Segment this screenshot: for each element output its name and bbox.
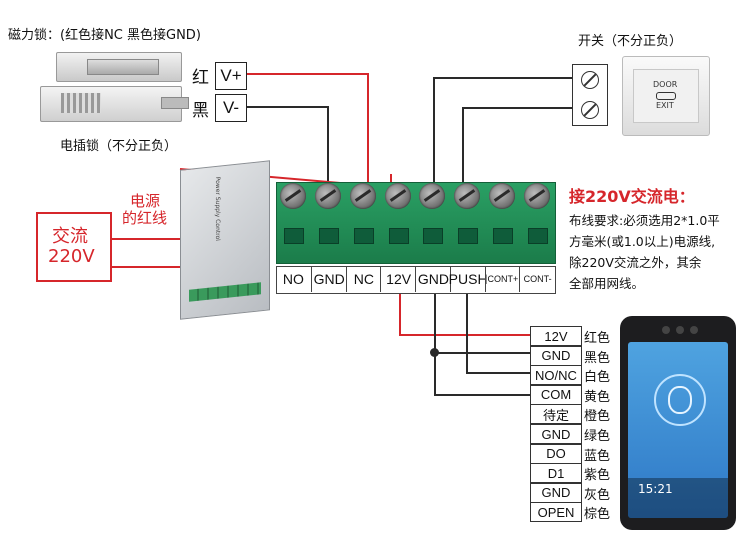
wire-color-label: 白色 — [584, 370, 611, 386]
camera-icon — [690, 326, 698, 334]
device-screen: 15:21 — [628, 342, 728, 518]
vplus-terminal: V+ — [215, 62, 247, 90]
wiring-terminal: OPEN — [530, 502, 582, 523]
wiring-terminal: DO — [530, 443, 582, 464]
terminal-screw — [280, 183, 307, 209]
notice-line-1: 布线要求:必须选用2*1.0平 — [569, 213, 720, 228]
maglock-black-char: 黑 — [192, 101, 209, 121]
terminal-socket — [458, 228, 479, 244]
wiring-terminal: GND — [530, 345, 582, 366]
terminal-socket — [423, 228, 444, 244]
terminal-label-strip — [276, 266, 556, 294]
terminal-screw — [419, 183, 446, 209]
terminal-screw — [349, 183, 376, 209]
terminal-screw — [454, 183, 481, 209]
terminal-label: CONT- — [519, 266, 555, 292]
switch-title: 开关（不分正负） — [578, 34, 683, 49]
wire-color-label: 蓝色 — [584, 448, 611, 464]
psu-red-wire-label-1: 电源 — [130, 192, 161, 210]
wiring-terminal: COM — [530, 384, 582, 405]
key-icon — [656, 92, 676, 100]
bolt-lock-title: 电插锁（不分正负） — [60, 139, 178, 154]
vminus-terminal: V- — [215, 94, 247, 122]
ac-line1: 交流 — [52, 226, 88, 247]
maglock-title: 磁力锁：(红色接NC 黑色接GND) — [8, 28, 201, 43]
wire-color-label: 红色 — [584, 331, 611, 346]
notice-title: 接220V交流电： — [569, 187, 695, 206]
terminal-label: PUSH — [449, 266, 488, 292]
wire-color-label: 灰色 — [584, 487, 611, 503]
face-scan-icon — [654, 374, 706, 426]
terminal-label: NO — [282, 271, 304, 287]
terminal-label: GND — [415, 266, 451, 292]
terminal-label: GND — [310, 266, 347, 292]
wire-color-label: 绿色 — [584, 429, 611, 444]
wire-color-label: 棕色 — [584, 507, 611, 523]
exit-text: EXIT — [656, 101, 674, 110]
exit-button-image: DOOR EXIT — [622, 56, 710, 136]
switch-terminal-block — [572, 64, 608, 126]
notice-line-3: 除220V交流之外，其余 — [569, 255, 702, 270]
terminal-label: 12V — [380, 266, 416, 292]
psu-red-wire-label-2: 的红线 — [122, 209, 168, 227]
wiring-terminal: 12V — [530, 326, 582, 346]
door-text: DOOR — [653, 80, 678, 89]
terminal-socket — [319, 228, 340, 244]
terminal-label: CONT+ — [484, 266, 521, 292]
terminal-screw — [523, 183, 550, 209]
wiring-terminal: 待定 — [530, 404, 582, 425]
camera-icon — [662, 326, 670, 334]
face-recognition-device: 15:21 — [620, 316, 736, 530]
wire-color-label: 橙色 — [584, 409, 611, 425]
wiring-terminal: NO/NC — [530, 365, 582, 386]
wire-color-label: 黄色 — [584, 389, 611, 405]
maglock-image — [56, 52, 182, 82]
maglock-red-char: 红 — [192, 68, 209, 88]
notice-line-4: 全部用网线。 — [569, 276, 645, 291]
wiring-terminal: D1 — [530, 463, 582, 484]
ac-input-box: 交流 220V — [36, 212, 112, 282]
terminal-socket — [353, 228, 374, 244]
power-supply-unit: Power Supply Control — [180, 160, 270, 320]
terminal-screw — [488, 183, 515, 209]
psu-panel-text: Power Supply Control — [214, 176, 221, 242]
terminal-socket — [492, 228, 513, 244]
wiring-terminal: GND — [530, 482, 582, 503]
terminal-socket — [388, 228, 409, 244]
wire-color-label: 紫色 — [584, 468, 611, 484]
ac-line2: 220V — [48, 246, 95, 267]
terminal-socket — [527, 228, 548, 244]
notice-line-2: 方毫米(或1.0以上)电源线, — [569, 234, 716, 249]
terminal-screw — [384, 183, 411, 209]
camera-icon — [676, 326, 684, 334]
terminal-label: NC — [345, 266, 382, 292]
device-time: 15:21 — [638, 482, 673, 496]
wiring-terminal: GND — [530, 424, 582, 444]
wire-color-label: 黑色 — [584, 350, 611, 366]
terminal-socket — [284, 228, 305, 244]
bolt-lock-image — [40, 86, 189, 122]
terminal-screw — [315, 183, 342, 209]
